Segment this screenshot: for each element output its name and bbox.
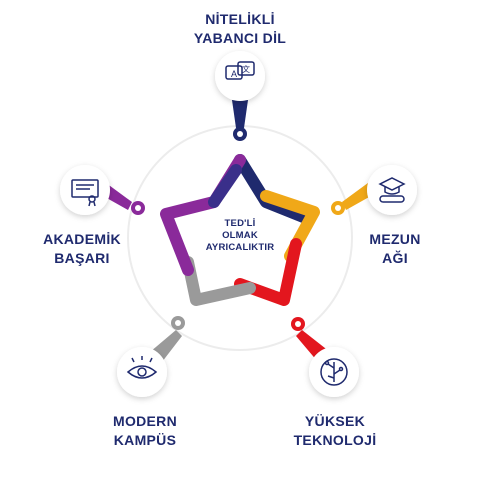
feature-label-line-1: AKADEMİK: [43, 231, 121, 247]
svg-text:文: 文: [242, 64, 250, 74]
feature-label-line-1: MODERN: [112, 413, 178, 429]
feature-node-left[interactable]: [60, 165, 110, 215]
feature-label-alumni-network: MEZUN AĞI: [350, 230, 440, 268]
circuit-bulb-icon: [320, 358, 348, 386]
center-title: TED'Lİ OLMAK AYRICALIKTIR: [190, 218, 290, 254]
feature-label-line-2: AĞI: [382, 250, 408, 266]
center-title-line-2: OLMAK: [222, 230, 258, 241]
feature-label-line-2: BAŞARI: [54, 250, 110, 266]
feature-label-academic-success: AKADEMİK BAŞARI: [22, 230, 142, 268]
center-title-line-3: AYRICALIKTIR: [205, 242, 275, 253]
feature-label-modern-campus: MODERN KAMPÜS: [90, 412, 200, 450]
feature-label-line-1: NİTELİKLİ: [205, 11, 275, 27]
feature-node-top[interactable]: A 文: [215, 51, 265, 101]
center-title-line-1: TED'Lİ: [224, 218, 256, 229]
feature-node-bottom-left[interactable]: [117, 347, 167, 397]
feature-node-bottom-right[interactable]: [309, 347, 359, 397]
ribbon-star: [160, 154, 320, 306]
feature-label-line-2: YABANCI DİL: [193, 30, 287, 46]
eye-icon: [126, 356, 158, 379]
feature-label-foreign-language: NİTELİKLİ YABANCI DİL: [170, 10, 310, 48]
feature-label-line-1: YÜKSEK: [304, 413, 366, 429]
connector-top: [232, 100, 248, 141]
graduation-diploma-icon: [378, 177, 406, 203]
certificate-icon: [71, 179, 99, 207]
svg-text:A: A: [231, 69, 237, 79]
feature-label-line-2: KAMPÜS: [113, 432, 177, 448]
feature-label-high-technology: YÜKSEK TEKNOLOJİ: [280, 412, 390, 450]
translation-speech-icon: A 文: [225, 61, 255, 80]
feature-node-right[interactable]: [367, 165, 417, 215]
feature-label-line-2: TEKNOLOJİ: [293, 432, 377, 448]
feature-label-line-1: MEZUN: [369, 231, 421, 247]
